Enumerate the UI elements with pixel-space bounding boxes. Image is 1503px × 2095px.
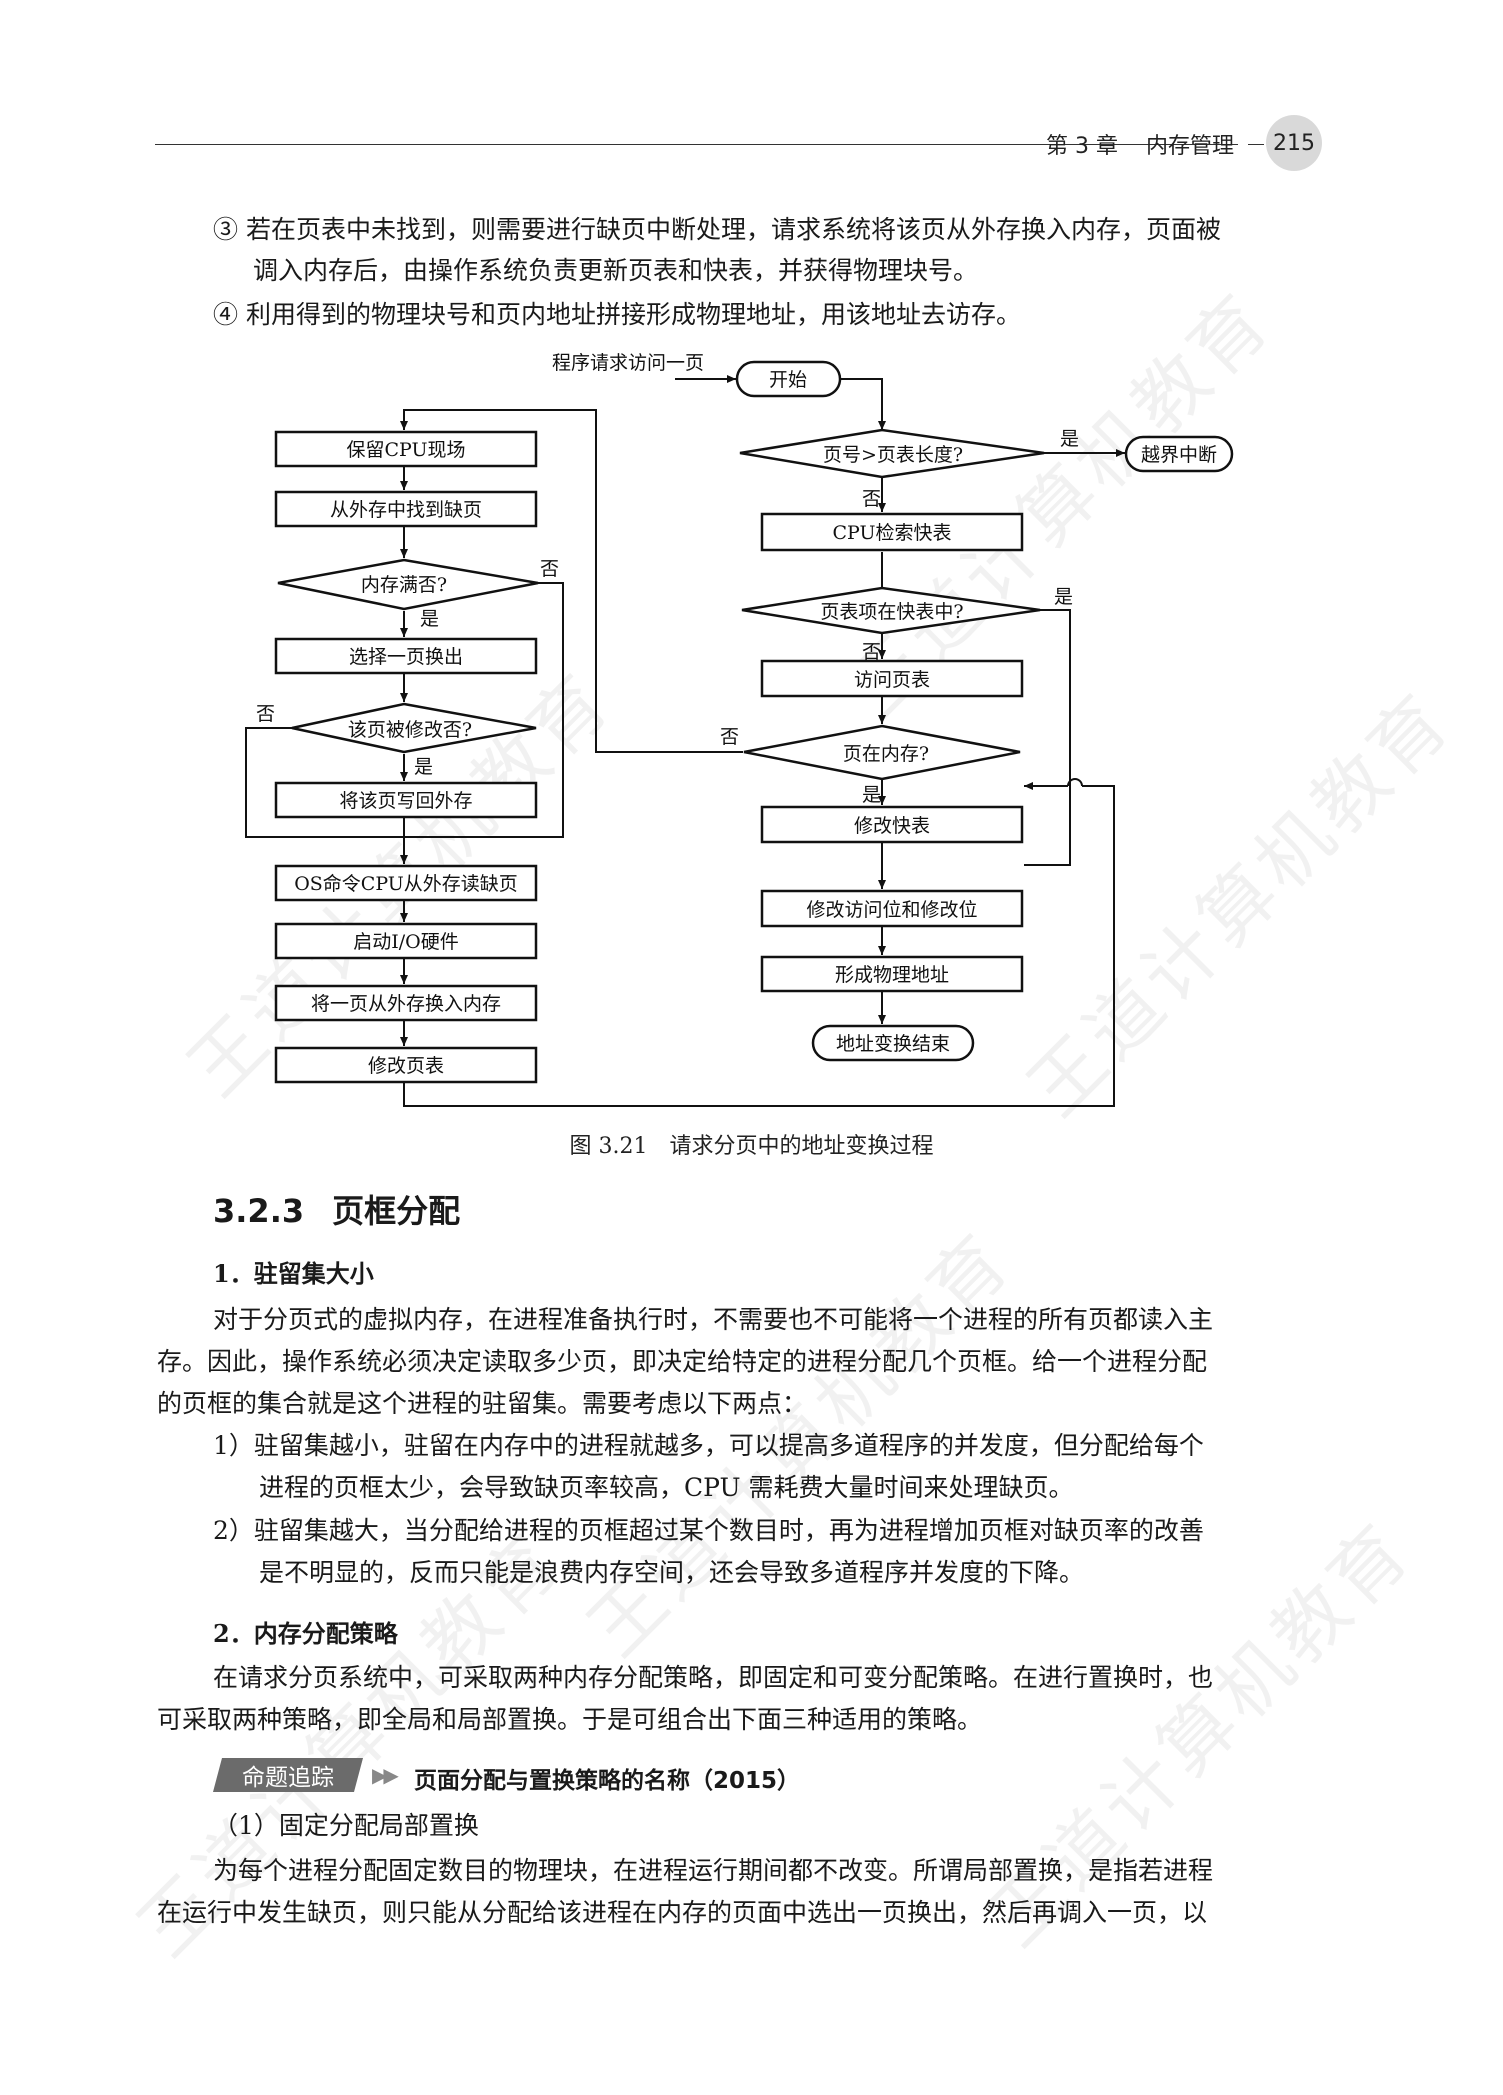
save-cpu-label: 保留CPU现场 bbox=[346, 439, 465, 461]
modify-tlb-box bbox=[760, 805, 1024, 844]
sub1-item1-line1: 1）驻留集越小，驻留在内存中的进程就越多，可以提高多道程序的并发度，但分配给每个 bbox=[213, 1431, 1204, 1460]
in-tlb-no: 否 bbox=[862, 641, 881, 663]
bounds-no: 否 bbox=[862, 488, 881, 510]
mem-full-yes: 是 bbox=[420, 608, 439, 630]
os-command-box bbox=[274, 864, 538, 902]
step4: ④ 利用得到的物理块号和页内地址拼接形成物理地址，用该地址去访存。 bbox=[213, 300, 1021, 329]
decision-mem-full bbox=[277, 558, 539, 611]
select-page-box bbox=[274, 637, 538, 675]
os-command-label: OS命令CPU从外存读缺页 bbox=[294, 873, 518, 895]
decision-mem-full-label: 内存满否? bbox=[361, 574, 447, 596]
flowchart: 程序请求访问一页 开始 页号>页表长度? 是 越界中断 否 CPU检索快表 页表… bbox=[245, 352, 1234, 1107]
swap-in-box bbox=[274, 984, 538, 1022]
start-io-box bbox=[274, 922, 538, 960]
modify-tlb-label: 修改快表 bbox=[854, 815, 930, 837]
end-label: 地址变换结束 bbox=[836, 1033, 950, 1055]
sub1-item2-line2: 是不明显的，反而只能是浪费内存空间，还会导致多道程序并发度的下降。 bbox=[259, 1558, 1085, 1587]
step3-line2: 调入内存后，由操作系统负责更新页表和快表，并获得物理块号。 bbox=[253, 256, 979, 285]
header-rule bbox=[155, 144, 1238, 145]
form-address-box bbox=[760, 955, 1024, 993]
sub1-item2-line1: 2）驻留集越大，当分配给进程的页框超过某个数目时，再为进程增加页框对缺页率的改善 bbox=[213, 1516, 1204, 1545]
exam-tracking-badge: 命题追踪 bbox=[213, 1758, 363, 1792]
sub1-p1-line1: 对于分页式的虚拟内存，在进程准备执行时，不需要也不可能将一个进程的所有页都读入主 bbox=[213, 1305, 1214, 1334]
in-memory-yes: 是 bbox=[862, 784, 881, 806]
exam-tracking-text: 页面分配与置换策略的名称（2015） bbox=[414, 1768, 801, 1794]
in-memory-no: 否 bbox=[720, 726, 739, 748]
modify-bits-box bbox=[760, 889, 1024, 928]
modify-page-table-box bbox=[274, 1046, 538, 1084]
find-page-label: 从外存中找到缺页 bbox=[330, 499, 482, 521]
interrupt-label: 越界中断 bbox=[1141, 444, 1217, 466]
decision-in-memory bbox=[743, 724, 1021, 781]
decision-in-memory-label: 页在内存? bbox=[843, 743, 929, 765]
double-arrow-icon: ▶▶ bbox=[372, 1763, 399, 1787]
swap-in-label: 将一页从外存换入内存 bbox=[311, 993, 501, 1015]
access-page-table-label: 访问页表 bbox=[854, 669, 930, 691]
modify-page-table-label: 修改页表 bbox=[368, 1055, 444, 1077]
form-address-label: 形成物理地址 bbox=[835, 964, 949, 986]
start-label: 开始 bbox=[769, 369, 807, 391]
interrupt-node bbox=[1124, 435, 1234, 473]
figure-caption: 图 3.21 请求分页中的地址变换过程 bbox=[569, 1134, 934, 1159]
decision-bounds-label: 页号>页表长度? bbox=[823, 444, 963, 466]
cpu-search-tlb-label: CPU检索快表 bbox=[832, 522, 951, 544]
bounds-yes: 是 bbox=[1060, 428, 1079, 450]
write-back-box bbox=[274, 781, 538, 819]
section-number: 3.2.3 bbox=[213, 1192, 305, 1230]
subsection-1-title: 1．驻留集大小 bbox=[213, 1259, 374, 1288]
decision-bounds bbox=[739, 428, 1045, 479]
sub1-p1-line3: 的页框的集合就是这个进程的驻留集。需要考虑以下两点： bbox=[157, 1389, 808, 1418]
end-node bbox=[811, 1024, 975, 1062]
modify-bits-label: 修改访问位和修改位 bbox=[806, 899, 977, 921]
cpu-search-tlb-box bbox=[760, 512, 1024, 552]
modified-yes: 是 bbox=[414, 756, 433, 778]
find-page-box bbox=[274, 490, 538, 528]
save-cpu-box bbox=[274, 430, 538, 468]
chapter-title: 内存管理 bbox=[1146, 134, 1235, 159]
access-page-table-box bbox=[760, 659, 1024, 698]
header-dash bbox=[1248, 144, 1264, 145]
section-title: 页框分配 bbox=[332, 1192, 461, 1230]
start-node bbox=[735, 360, 842, 398]
sub2-p1-line2: 可采取两种策略，即全局和局部置换。于是可组合出下面三种适用的策略。 bbox=[157, 1705, 983, 1734]
decision-modified-label: 该页被修改否? bbox=[348, 719, 472, 741]
sub3-p1-line1: 为每个进程分配固定数目的物理块，在进程运行期间都不改变。所谓局部置换，是指若进程 bbox=[213, 1856, 1214, 1885]
mem-full-no: 否 bbox=[540, 558, 559, 580]
chapter-label: 第 3 章 bbox=[1046, 134, 1118, 159]
select-page-label: 选择一页换出 bbox=[349, 646, 463, 668]
modified-no: 否 bbox=[256, 703, 275, 725]
in-tlb-yes: 是 bbox=[1054, 586, 1073, 608]
sub1-item1-line2: 进程的页框太少，会导致缺页率较高，CPU 需耗费大量时间来处理缺页。 bbox=[259, 1473, 1074, 1502]
page-number: 215 bbox=[1266, 115, 1322, 171]
sub3-p1-line2: 在运行中发生缺页，则只能从分配给该进程在内存的页面中选出一页换出，然后再调入一页… bbox=[157, 1898, 1208, 1927]
decision-in-tlb-label: 页表项在快表中? bbox=[820, 601, 963, 623]
entry-label: 程序请求访问一页 bbox=[552, 352, 704, 374]
sub3-title: （1）固定分配局部置换 bbox=[213, 1811, 479, 1840]
decision-modified bbox=[291, 702, 537, 754]
step3-line1: ③ 若在页表中未找到，则需要进行缺页中断处理，请求系统将该页从外存换入内存，页面… bbox=[213, 215, 1221, 244]
write-back-label: 将该页写回外存 bbox=[339, 790, 472, 812]
start-io-label: 启动I/O硬件 bbox=[353, 931, 458, 953]
sub2-p1-line1: 在请求分页系统中，可采取两种内存分配策略，即固定和可变分配策略。在进行置换时，也 bbox=[213, 1663, 1214, 1692]
subsection-2-title: 2．内存分配策略 bbox=[213, 1619, 398, 1648]
sub1-p1-line2: 存。因此，操作系统必须决定读取多少页，即决定给特定的进程分配几个页框。给一个进程… bbox=[157, 1347, 1208, 1376]
decision-in-tlb bbox=[741, 586, 1041, 635]
section-heading: 3.2.3 页框分配 bbox=[213, 1186, 460, 1232]
